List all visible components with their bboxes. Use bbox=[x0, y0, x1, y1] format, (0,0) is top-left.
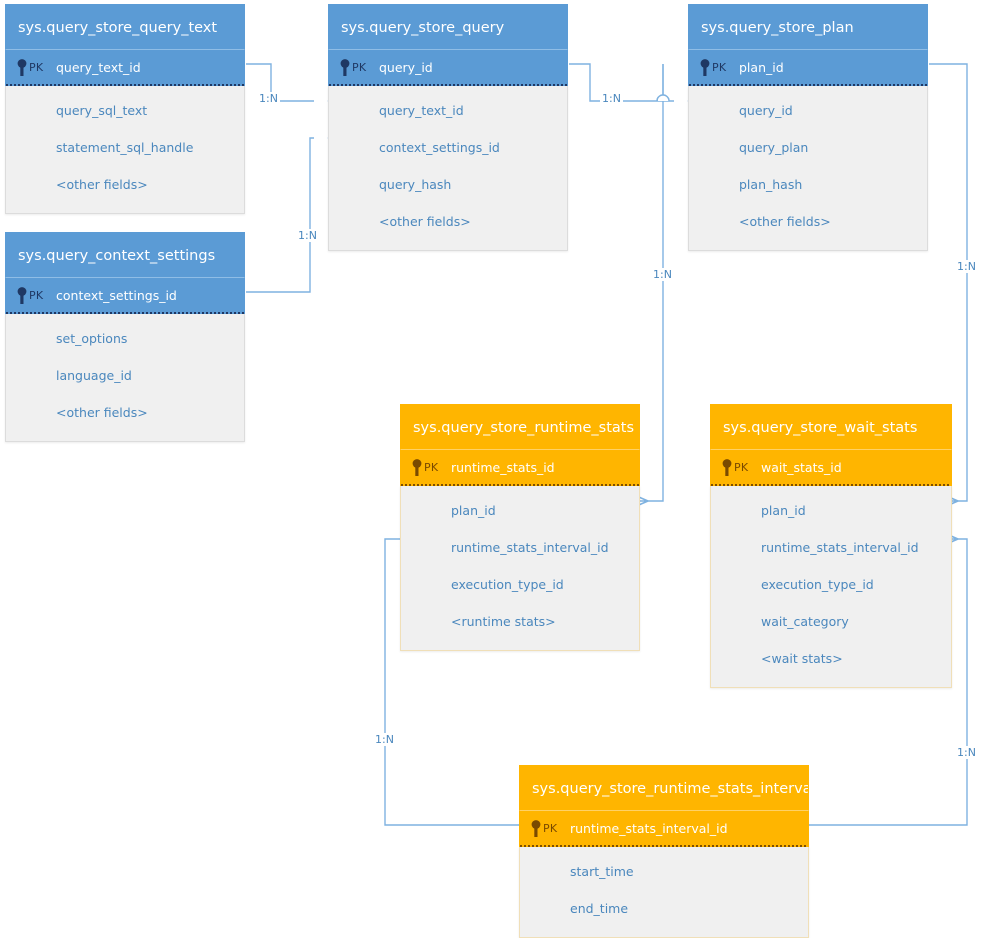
entity-title: sys.query_store_wait_stats bbox=[710, 404, 952, 450]
line-jump-arc bbox=[656, 94, 670, 102]
pk-divider bbox=[6, 84, 244, 86]
key-icon: PK bbox=[530, 811, 557, 847]
cardinality-label-r7: 1:N bbox=[955, 746, 978, 759]
pk-label: PK bbox=[352, 61, 367, 74]
entity-fields: plan_id runtime_stats_interval_id execut… bbox=[710, 486, 952, 688]
pk-divider bbox=[6, 312, 244, 314]
entity-fields: query_text_id context_settings_id query_… bbox=[328, 86, 568, 251]
pk-divider bbox=[329, 84, 567, 86]
pk-field-name: query_text_id bbox=[56, 60, 141, 75]
entity-pk-row[interactable]: PK query_id bbox=[328, 50, 568, 86]
pk-divider bbox=[401, 484, 639, 486]
entity-query-store-runtime-stats-interval[interactable]: sys.query_store_runtime_stats_interval P… bbox=[519, 765, 809, 938]
entity-pk-row[interactable]: PK plan_id bbox=[688, 50, 928, 86]
field-row: start_time bbox=[570, 864, 634, 879]
pk-label: PK bbox=[29, 289, 44, 302]
field-row: plan_id bbox=[451, 503, 496, 518]
entity-fields: query_sql_text statement_sql_handle <oth… bbox=[5, 86, 245, 214]
entity-fields: query_id query_plan plan_hash <other fie… bbox=[688, 86, 928, 251]
cardinality-label-r1: 1:N bbox=[257, 92, 280, 105]
pk-divider bbox=[689, 84, 927, 86]
entity-pk-row[interactable]: PK runtime_stats_id bbox=[400, 450, 640, 486]
field-row: <other fields> bbox=[379, 214, 471, 229]
pk-field-name: runtime_stats_interval_id bbox=[570, 821, 728, 836]
field-row: <other fields> bbox=[56, 405, 148, 420]
entity-query-store-wait-stats[interactable]: sys.query_store_wait_stats PK wait_stats… bbox=[710, 404, 952, 688]
entity-pk-row[interactable]: PK wait_stats_id bbox=[710, 450, 952, 486]
entity-title: sys.query_context_settings bbox=[5, 232, 245, 278]
entity-query-context-settings[interactable]: sys.query_context_settings PK context_se… bbox=[5, 232, 245, 442]
line-jump-arc-top bbox=[656, 94, 670, 102]
key-icon: PK bbox=[339, 50, 366, 86]
entity-pk-row[interactable]: PK runtime_stats_interval_id bbox=[519, 811, 809, 847]
entity-fields: set_options language_id <other fields> bbox=[5, 314, 245, 442]
field-row: <runtime stats> bbox=[451, 614, 556, 629]
line-jump-mask bbox=[658, 95, 669, 101]
pk-label: PK bbox=[543, 822, 558, 835]
key-icon: PK bbox=[16, 278, 43, 314]
entity-query-store-query[interactable]: sys.query_store_query PK query_id query_… bbox=[328, 4, 568, 251]
entity-title: sys.query_store_runtime_stats bbox=[400, 404, 640, 450]
entity-pk-row[interactable]: PK query_text_id bbox=[5, 50, 245, 86]
pk-field-name: plan_id bbox=[739, 60, 784, 75]
pk-label: PK bbox=[424, 461, 439, 474]
field-row: execution_type_id bbox=[761, 577, 874, 592]
entity-fields: plan_id runtime_stats_interval_id execut… bbox=[400, 486, 640, 651]
pk-label: PK bbox=[29, 61, 44, 74]
key-icon: PK bbox=[411, 450, 438, 486]
entity-query-store-runtime-stats[interactable]: sys.query_store_runtime_stats PK runtime… bbox=[400, 404, 640, 651]
pk-divider bbox=[711, 484, 951, 486]
entity-title: sys.query_store_runtime_stats_interval bbox=[519, 765, 809, 811]
field-row: query_id bbox=[739, 103, 793, 118]
cardinality-label-r5: 1:N bbox=[955, 260, 978, 273]
field-row: query_text_id bbox=[379, 103, 464, 118]
pk-field-name: query_id bbox=[379, 60, 433, 75]
field-row: runtime_stats_interval_id bbox=[761, 540, 919, 555]
pk-field-name: wait_stats_id bbox=[761, 460, 842, 475]
entity-fields: start_time end_time bbox=[519, 847, 809, 938]
cardinality-label-r4: 1:N bbox=[651, 268, 674, 281]
field-row: query_sql_text bbox=[56, 103, 148, 118]
key-icon: PK bbox=[16, 50, 43, 86]
pk-field-name: runtime_stats_id bbox=[451, 460, 555, 475]
key-icon: PK bbox=[699, 50, 726, 86]
field-row: <wait stats> bbox=[761, 651, 843, 666]
field-row: end_time bbox=[570, 901, 629, 916]
pk-label: PK bbox=[734, 461, 749, 474]
field-row: plan_id bbox=[761, 503, 806, 518]
field-row: wait_category bbox=[761, 614, 849, 629]
field-row: plan_hash bbox=[739, 177, 803, 192]
key-icon: PK bbox=[721, 450, 748, 486]
field-row: query_hash bbox=[379, 177, 452, 192]
field-row: runtime_stats_interval_id bbox=[451, 540, 609, 555]
pk-field-name: context_settings_id bbox=[56, 288, 177, 303]
field-row: query_plan bbox=[739, 140, 809, 155]
entity-query-store-plan[interactable]: sys.query_store_plan PK plan_id query_id… bbox=[688, 4, 928, 251]
field-row: statement_sql_handle bbox=[56, 140, 194, 155]
entity-query-store-query-text[interactable]: sys.query_store_query_text PK query_text… bbox=[5, 4, 245, 214]
entity-title: sys.query_store_query bbox=[328, 4, 568, 50]
connector-plan-to-runtime_stats bbox=[648, 64, 664, 502]
field-row: <other fields> bbox=[56, 177, 148, 192]
field-row: <other fields> bbox=[739, 214, 831, 229]
field-row: language_id bbox=[56, 368, 132, 383]
entity-pk-row[interactable]: PK context_settings_id bbox=[5, 278, 245, 314]
pk-divider bbox=[520, 845, 808, 847]
cardinality-label-r2: 1:N bbox=[296, 229, 319, 242]
cardinality-label-r6: 1:N bbox=[373, 733, 396, 746]
connector-context_settings-to-query bbox=[246, 137, 314, 293]
field-row: context_settings_id bbox=[379, 140, 500, 155]
entity-title: sys.query_store_plan bbox=[688, 4, 928, 50]
entity-title: sys.query_store_query_text bbox=[5, 4, 245, 50]
field-row: set_options bbox=[56, 331, 128, 346]
field-row: execution_type_id bbox=[451, 577, 564, 592]
cardinality-label-r3: 1:N bbox=[600, 92, 623, 105]
pk-label: PK bbox=[712, 61, 727, 74]
